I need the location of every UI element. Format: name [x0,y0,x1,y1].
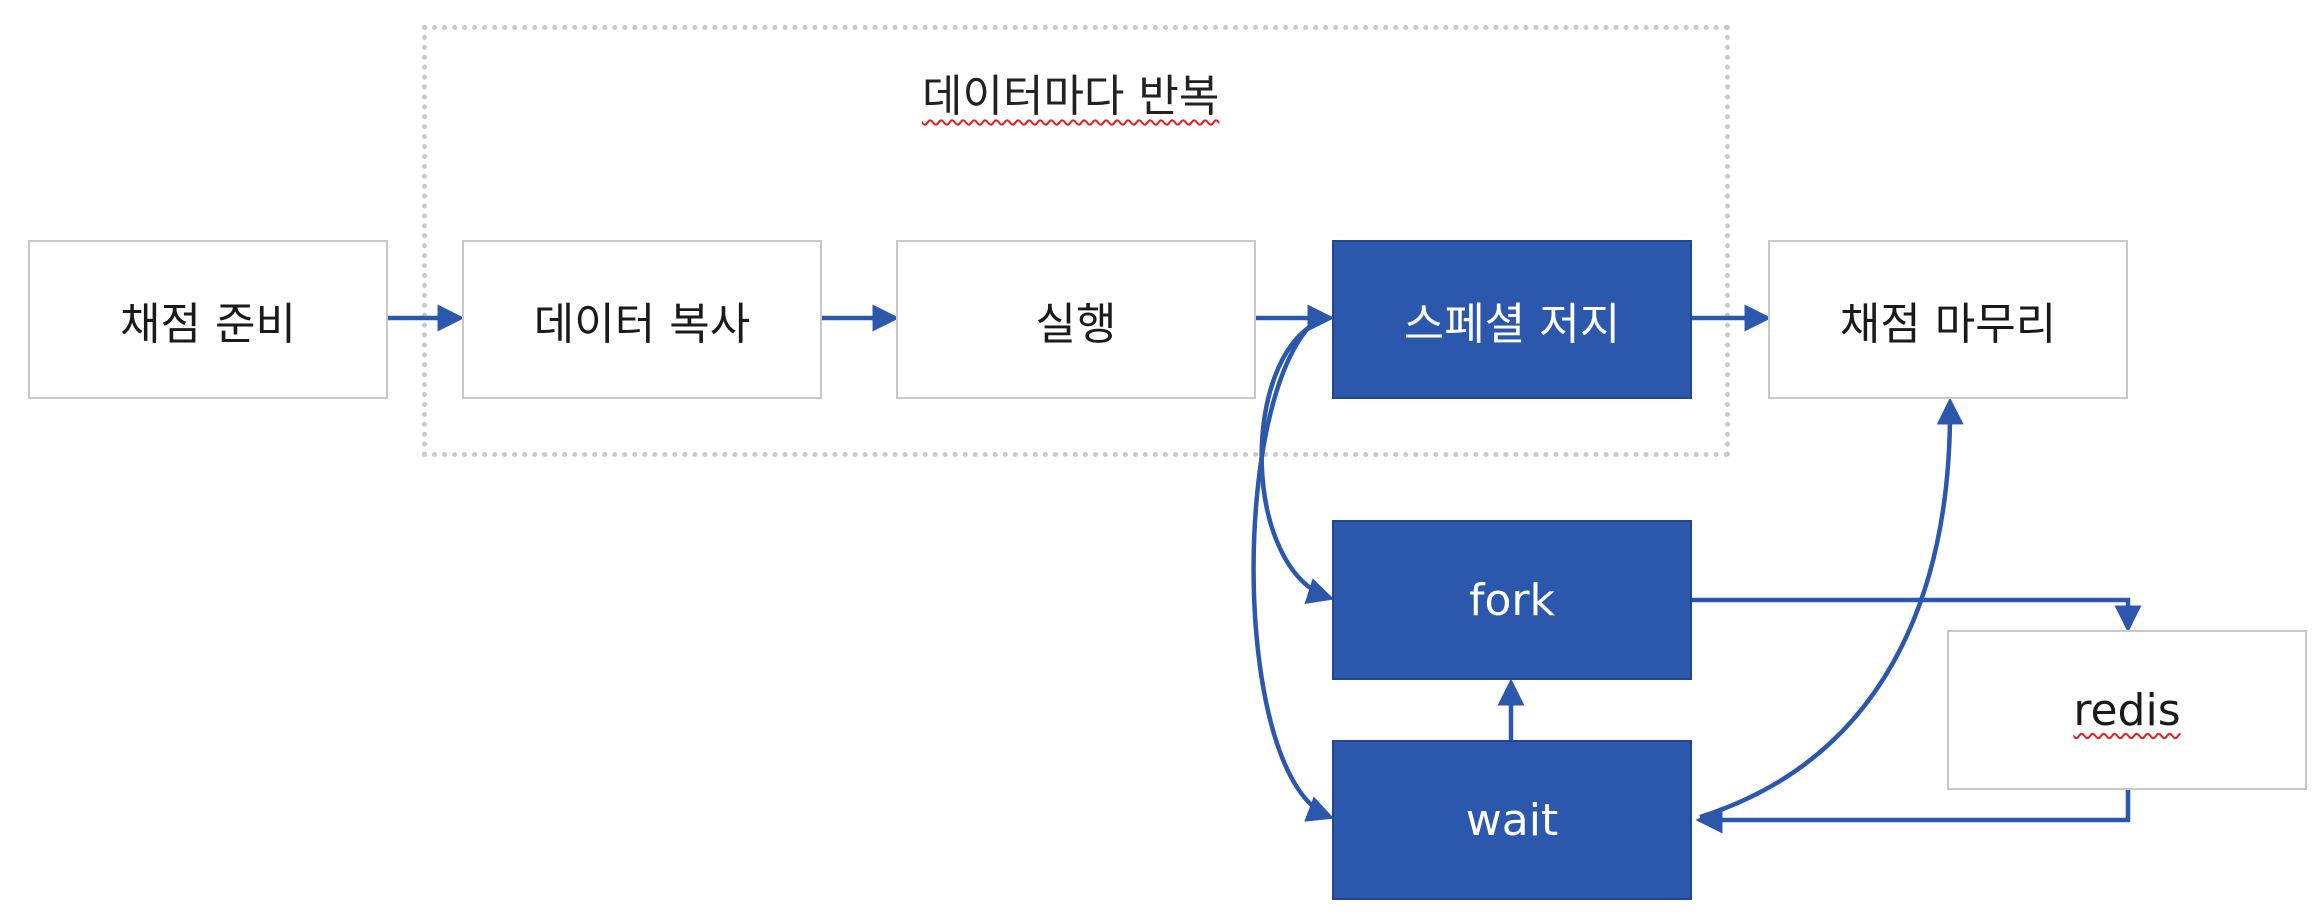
node-special-judge: 스페셜 저지 [1332,240,1692,399]
node-data-copy: 데이터 복사 [462,240,822,399]
node-fork-label: fork [1469,574,1555,626]
node-wait-label: wait [1465,794,1559,846]
node-special-judge-label: 스페셜 저지 [1403,298,1621,350]
node-grading-prep: 채점 준비 [28,240,388,399]
edge-execute-to-fork [1259,319,1335,604]
node-grading-finish-label: 채점 마무리 [1839,298,2057,350]
node-redis-label: redis [2073,684,2181,736]
edge-execute-to-wait [1251,320,1335,822]
edge-fork-to-redis [1692,597,2142,633]
node-execute: 실행 [896,240,1256,399]
node-wait: wait [1332,740,1692,900]
node-grading-prep-label: 채점 준비 [120,298,296,350]
node-grading-finish: 채점 마무리 [1768,240,2128,399]
edge-wait-to-finish [1699,397,1964,820]
node-redis: redis [1947,630,2307,790]
repeat-group-label: 데이터마다 반복 [922,71,1220,122]
node-fork: fork [1332,520,1692,680]
node-execute-label: 실행 [1035,298,1117,350]
edge-redis-to-wait [1695,790,2131,834]
repeat-group-box [422,25,1730,457]
node-data-copy-label: 데이터 복사 [533,298,751,350]
